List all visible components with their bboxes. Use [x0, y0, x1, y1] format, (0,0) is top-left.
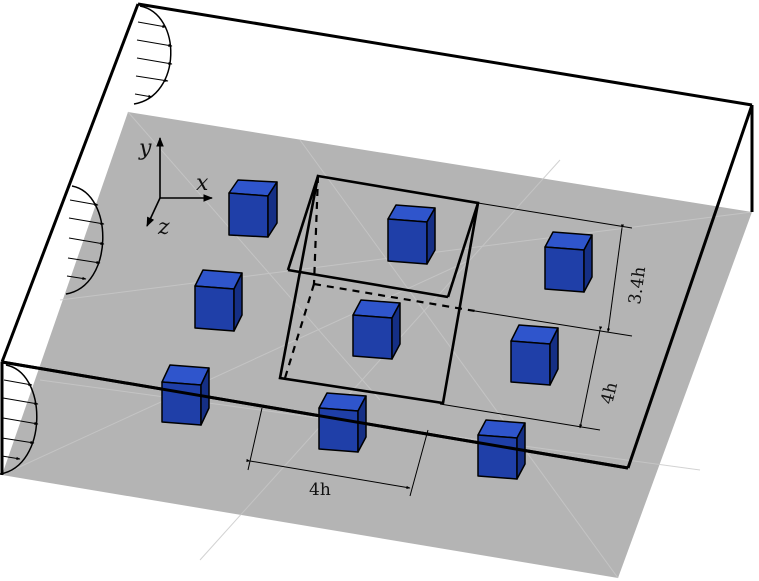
cube-3: [544, 231, 593, 293]
cube-1: [228, 179, 278, 238]
inflow-profile-middle: [65, 185, 105, 295]
coordinate-axes: [146, 137, 213, 227]
cube-8: [318, 392, 367, 453]
cube-5: [352, 299, 401, 360]
dimension-height: [474, 202, 633, 337]
unit-cell-box: [278, 174, 480, 405]
unit-cell-hidden-edges: [283, 175, 476, 379]
axis-label-z: z: [157, 215, 170, 240]
cube-6: [510, 324, 559, 386]
dimension-x-spacing-label: 4h: [309, 480, 331, 500]
dimension-z-spacing: [439, 326, 603, 431]
axis-label-x: x: [196, 171, 209, 196]
cube-2: [387, 204, 436, 265]
dimension-x-spacing: [246, 407, 429, 497]
channel-midline: [1, 360, 629, 470]
cube-7: [161, 364, 210, 426]
inflow-profile-bottom: [0, 364, 39, 475]
inflow-profile-top: [133, 5, 173, 105]
cube-4: [194, 269, 243, 332]
axis-label-y: y: [138, 136, 152, 161]
cube-obstacles: [161, 179, 593, 480]
